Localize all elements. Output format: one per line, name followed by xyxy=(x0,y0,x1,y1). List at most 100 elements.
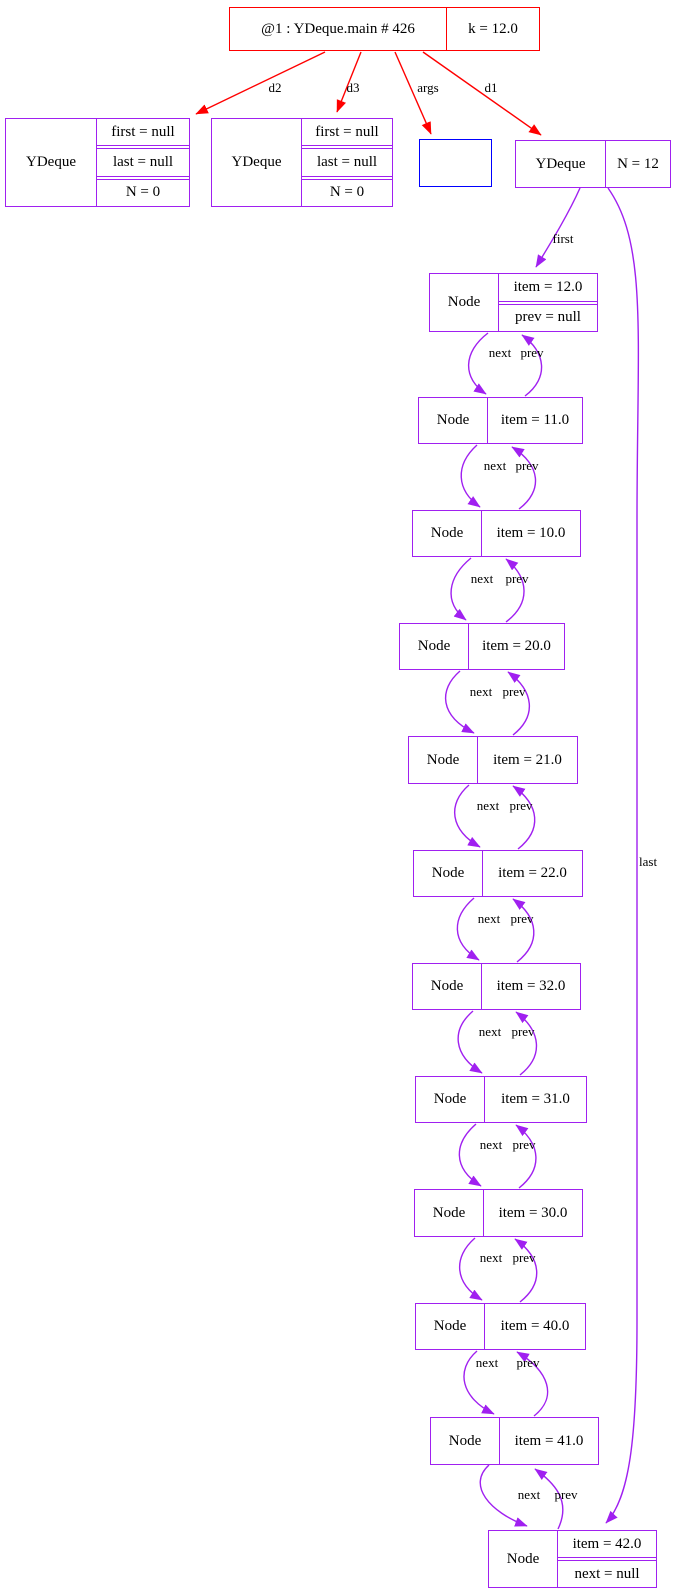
node-object-12: Node item = 12.0 prev = null xyxy=(429,273,598,332)
node-object-22: Node item = 22.0 xyxy=(413,850,583,897)
args-array-box xyxy=(419,139,492,187)
edge-prev-30-31 xyxy=(515,1124,537,1189)
edge-label-next: next xyxy=(480,1250,503,1265)
edge-label-next: next xyxy=(484,458,507,473)
class-label: YDeque xyxy=(516,141,606,187)
node-object-42: Node item = 42.0 next = null xyxy=(488,1530,657,1588)
edge-prev-42-41 xyxy=(534,1468,564,1530)
edge-prev-41-40 xyxy=(516,1351,549,1417)
edge-label-next: next xyxy=(470,684,493,699)
edge-label-d1: d1 xyxy=(485,80,498,95)
edge-next-20-21 xyxy=(444,670,475,734)
edge-next-30-40 xyxy=(459,1237,483,1301)
node-type-label: Node xyxy=(489,1531,558,1587)
field-n: N = 12 xyxy=(617,155,659,172)
edge-label-last: last xyxy=(639,854,657,869)
edge-label-prev: prev xyxy=(512,1137,536,1152)
class-label: YDeque xyxy=(212,119,302,206)
edge-label-prev: prev xyxy=(511,1024,535,1039)
node-object-20: Node item = 20.0 xyxy=(399,623,565,670)
edge-next-40-41 xyxy=(463,1350,495,1415)
field-item: item = 42.0 xyxy=(558,1531,656,1558)
edge-label-next: next xyxy=(477,798,500,813)
edge-label-prev: prev xyxy=(509,798,533,813)
ydeque-object-d2: YDeque first = null last = null N = 0 xyxy=(5,118,190,207)
edge-label-next: next xyxy=(471,571,494,586)
edge-prev-32-22 xyxy=(512,898,535,963)
node-type-label: Node xyxy=(419,398,488,443)
edge-label-prev: prev xyxy=(505,571,529,586)
field-first: first = null xyxy=(97,119,189,147)
field-item: item = 41.0 xyxy=(514,1432,584,1449)
field-last: last = null xyxy=(302,148,392,177)
field-item: item = 40.0 xyxy=(500,1318,570,1334)
node-object-32: Node item = 32.0 xyxy=(412,963,581,1010)
edge-next-11-10 xyxy=(460,444,481,508)
node-type-label: Node xyxy=(400,624,469,669)
edge-d3 xyxy=(336,51,362,113)
field-item: item = 22.0 xyxy=(498,865,567,881)
node-object-11: Node item = 11.0 xyxy=(418,397,583,444)
field-n: N = 0 xyxy=(302,178,392,206)
field-n: N = 0 xyxy=(97,178,189,206)
edge-label-prev: prev xyxy=(516,1355,540,1370)
edge-label-prev: prev xyxy=(520,345,544,360)
node-type-label: Node xyxy=(409,737,478,783)
edge-next-21-22 xyxy=(454,784,481,848)
field-item: item = 30.0 xyxy=(498,1204,568,1221)
edge-label-next: next xyxy=(478,911,501,926)
edge-first xyxy=(535,187,581,268)
edge-prev-22-21 xyxy=(512,785,536,850)
edge-prev-31-32 xyxy=(515,1011,538,1076)
node-object-31: Node item = 31.0 xyxy=(415,1076,587,1123)
edge-last xyxy=(605,187,640,1524)
edge-prev-20-10 xyxy=(505,558,525,623)
edge-next-10-20 xyxy=(450,557,472,621)
node-type-label: Node xyxy=(414,851,483,896)
node-type-label: Node xyxy=(416,1077,485,1122)
node-type-label: Node xyxy=(413,511,482,556)
field-first: first = null xyxy=(302,119,392,147)
edge-prev-21-20 xyxy=(507,671,530,736)
field-item: item = 31.0 xyxy=(501,1091,570,1107)
edge-d2 xyxy=(195,51,326,115)
node-object-30: Node item = 30.0 xyxy=(414,1189,583,1237)
edge-args xyxy=(394,51,432,135)
edge-prev-40-30 xyxy=(514,1238,538,1303)
edge-label-first: first xyxy=(553,231,574,246)
edge-next-22-32 xyxy=(456,897,480,961)
node-object-41: Node item = 41.0 xyxy=(430,1417,599,1465)
edge-label-args: args xyxy=(417,80,438,95)
edge-prev-10-11 xyxy=(511,446,537,510)
edge-label-next: next xyxy=(518,1487,541,1502)
edge-label-prev: prev xyxy=(512,1250,536,1265)
edge-label-next: next xyxy=(480,1137,503,1152)
field-item: item = 11.0 xyxy=(500,412,570,428)
edge-next-31-30 xyxy=(458,1123,482,1187)
edge-label-next: next xyxy=(476,1355,499,1370)
edge-next-32-31 xyxy=(457,1010,483,1074)
stack-frame-main: @1 : YDeque.main # 426 k = 12.0 xyxy=(229,7,540,51)
class-label: YDeque xyxy=(6,119,97,206)
ydeque-object-d3: YDeque first = null last = null N = 0 xyxy=(211,118,393,207)
edge-label-prev: prev xyxy=(502,684,526,699)
ydeque-object-d1: YDeque N = 12 xyxy=(515,140,671,188)
edge-label-d2: d2 xyxy=(269,80,282,95)
node-type-label: Node xyxy=(416,1304,485,1349)
edge-label-prev: prev xyxy=(515,458,539,473)
field-item: item = 21.0 xyxy=(493,751,562,768)
field-item: item = 12.0 xyxy=(499,274,597,302)
node-type-label: Node xyxy=(415,1190,484,1236)
node-object-10: Node item = 10.0 xyxy=(412,510,581,557)
edge-label-prev: prev xyxy=(554,1487,578,1502)
edge-label-d3: d3 xyxy=(347,80,360,95)
node-type-label: Node xyxy=(431,1418,500,1464)
edge-d1 xyxy=(422,51,542,136)
field-prev: prev = null xyxy=(499,303,597,332)
edge-next-12-11 xyxy=(467,332,489,395)
node-type-label: Node xyxy=(430,274,499,331)
frame-var-k: k = 12.0 xyxy=(468,20,518,37)
edge-label-prev: prev xyxy=(510,911,534,926)
